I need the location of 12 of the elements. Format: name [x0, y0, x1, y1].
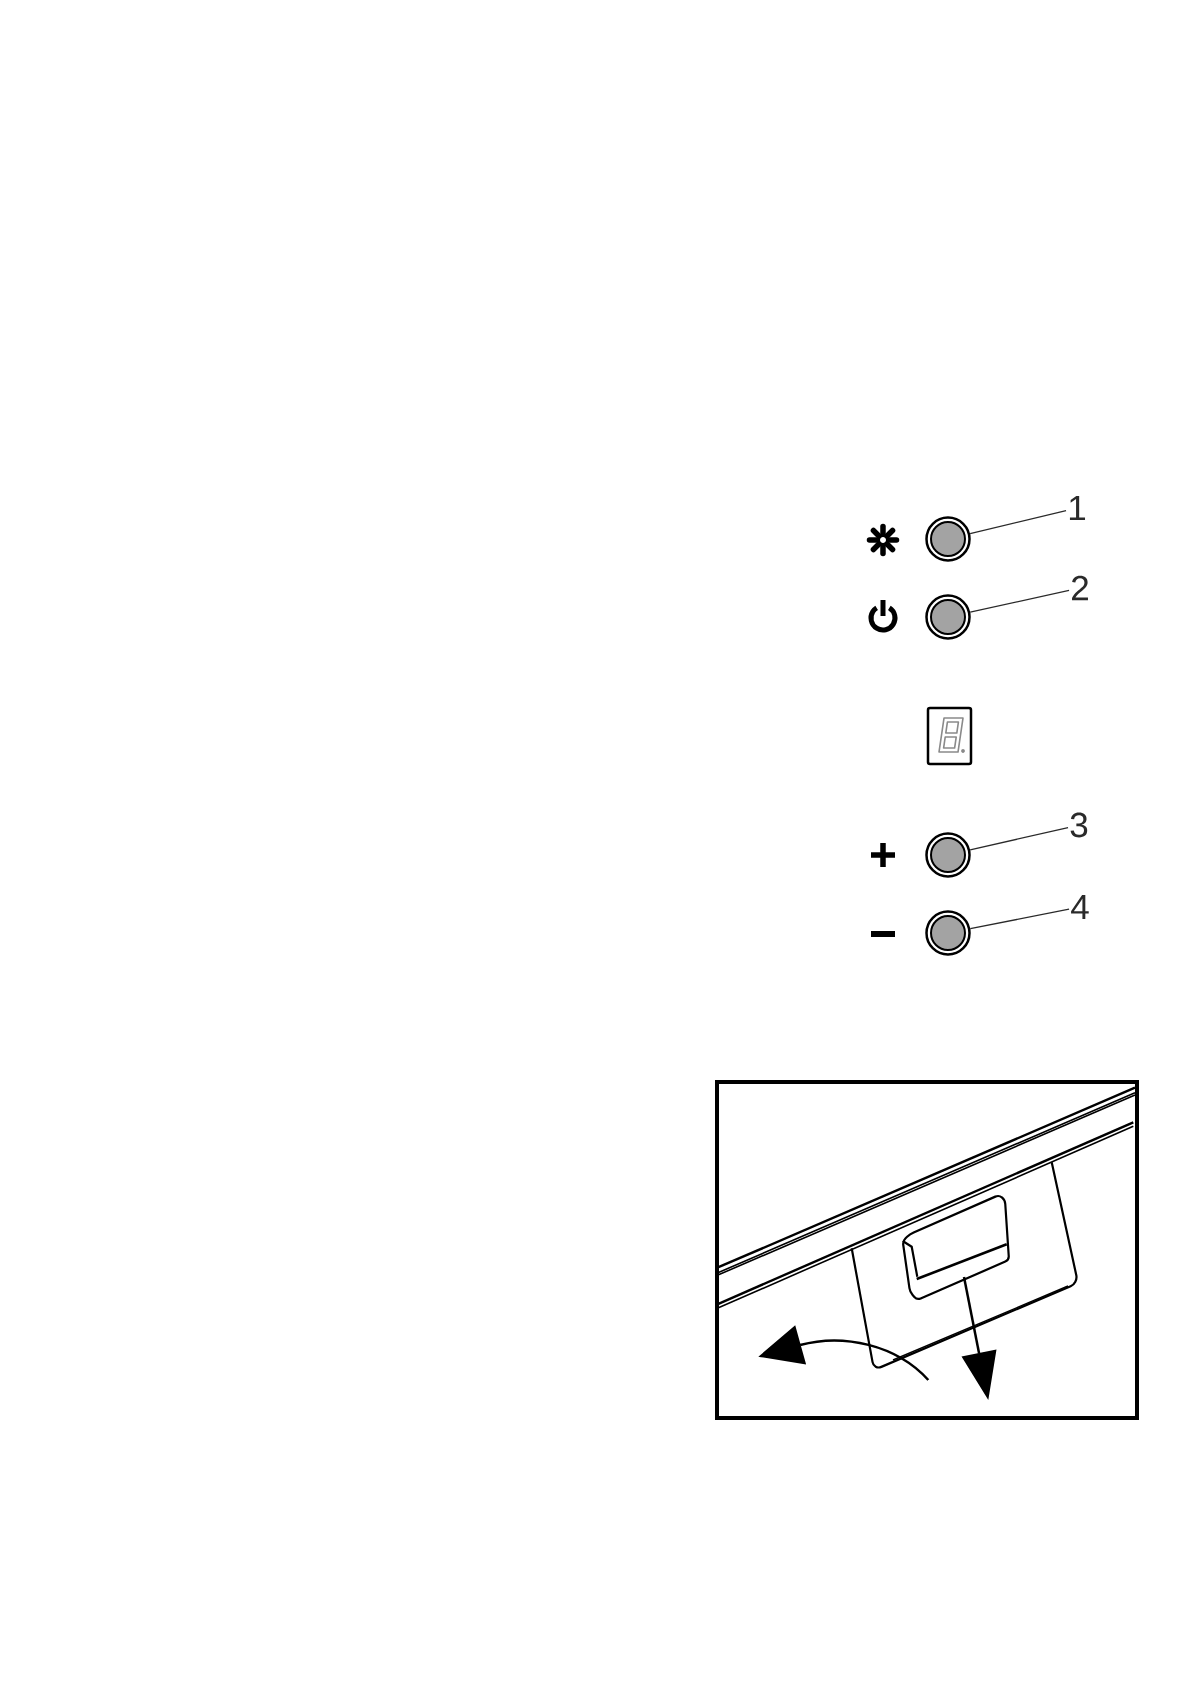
- push-button: [925, 832, 971, 878]
- leader-line: [969, 908, 1070, 930]
- push-button: [925, 516, 971, 562]
- leader-line: [969, 826, 1069, 851]
- callout-number: 2: [1072, 575, 1088, 601]
- leader-line: [969, 589, 1070, 613]
- callout-number: 1: [1069, 495, 1085, 521]
- leader-line: [969, 510, 1067, 535]
- push-button: [925, 594, 971, 640]
- push-button: [925, 910, 971, 956]
- callout-number: 4: [1071, 894, 1089, 920]
- callout-number: 3: [1070, 812, 1088, 838]
